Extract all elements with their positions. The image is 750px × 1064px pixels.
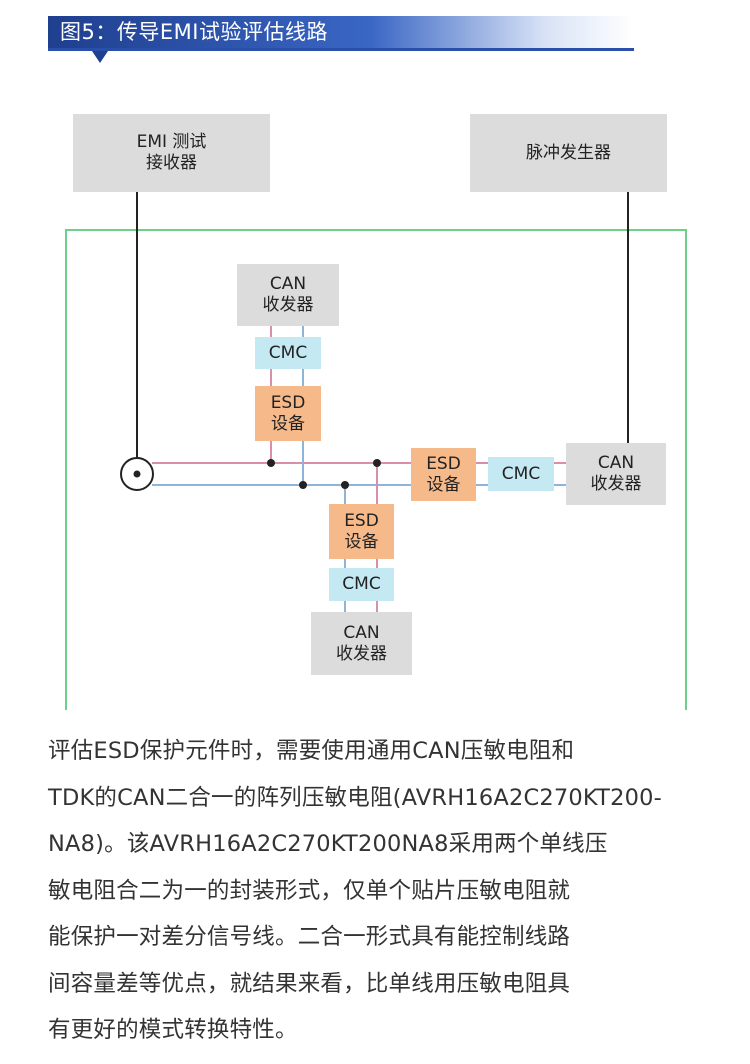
figure-title: 图5：传导EMI试验评估线路 [60,20,328,44]
pulse-generator-box: 脉冲发生器 [470,114,667,192]
paragraph-line: 评估ESD保护元件时，需要使用通用CAN压敏电阻和 [48,738,575,764]
banner-underline [48,48,634,51]
figure-banner: 图5：传导EMI试验评估线路 [48,16,634,63]
junction-dot [341,481,349,489]
paragraph-line: 有更好的模式转换特性。 [48,1017,298,1043]
junction-dot [267,459,275,467]
can-transceiver-right: CAN 收发器 [566,443,666,505]
paragraph-line: NA8)。该AVRH16A2C270KT200NA8采用两个单线压 [48,831,608,857]
coupling-symbol-inner [133,470,141,478]
emi-receiver-box: EMI 测试 接收器 [73,114,270,192]
esd-device-top: ESD 设备 [255,386,321,441]
esd-device-bottom: ESD 设备 [329,504,394,559]
body-paragraph: 评估ESD保护元件时，需要使用通用CAN压敏电阻和 TDK的CAN二合一的阵列压… [48,728,708,1054]
can-transceiver-bottom: CAN 收发器 [311,612,412,675]
test-enclosure-border [65,229,687,710]
paragraph-line: 能保护一对差分信号线。二合一形式具有能控制线路 [48,924,571,950]
cmc-bottom: CMC [329,568,394,601]
junction-dot [299,481,307,489]
paragraph-line: 敏电阻合二为一的封装形式，仅单个贴片压敏电阻就 [48,877,571,904]
emi-test-circuit-diagram: EMI 测试 接收器 脉冲发生器 CAN 收发器 CMC ESD 设备 ESD … [0,100,750,710]
paragraph-line: 间容量差等优点，就结果来看，比单线用压敏电阻具 [48,970,571,997]
can-transceiver-top: CAN 收发器 [237,264,339,326]
cmc-right: CMC [488,457,554,491]
banner-pointer [92,51,108,63]
esd-device-right: ESD 设备 [411,448,476,501]
cmc-top: CMC [255,337,321,369]
paragraph-line: TDK的CAN二合一的阵列压敏电阻(AVRH16A2C270KT200- [48,784,662,811]
junction-dot [373,459,381,467]
banner-bar [48,16,634,48]
